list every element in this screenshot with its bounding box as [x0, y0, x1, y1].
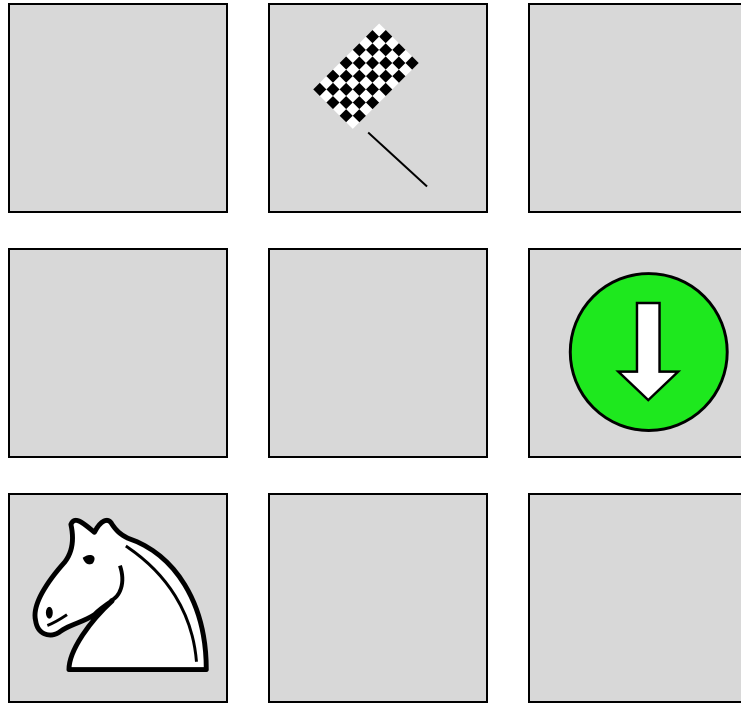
cell-r2-c1[interactable] [268, 493, 488, 703]
cell-r1-c2[interactable] [528, 248, 741, 458]
cell-r0-c0[interactable] [8, 3, 228, 213]
cell-r1-c1[interactable] [268, 248, 488, 458]
cell-r2-c2[interactable] [528, 493, 741, 703]
finish-flag-icon [270, 5, 486, 211]
cell-r2-c0[interactable] [8, 493, 228, 703]
cell-r0-c2[interactable] [528, 3, 741, 213]
knight-icon [10, 495, 226, 701]
cell-r0-c1[interactable] [268, 3, 488, 213]
cell-r1-c0[interactable] [8, 248, 228, 458]
arrow-down-icon [530, 250, 741, 456]
